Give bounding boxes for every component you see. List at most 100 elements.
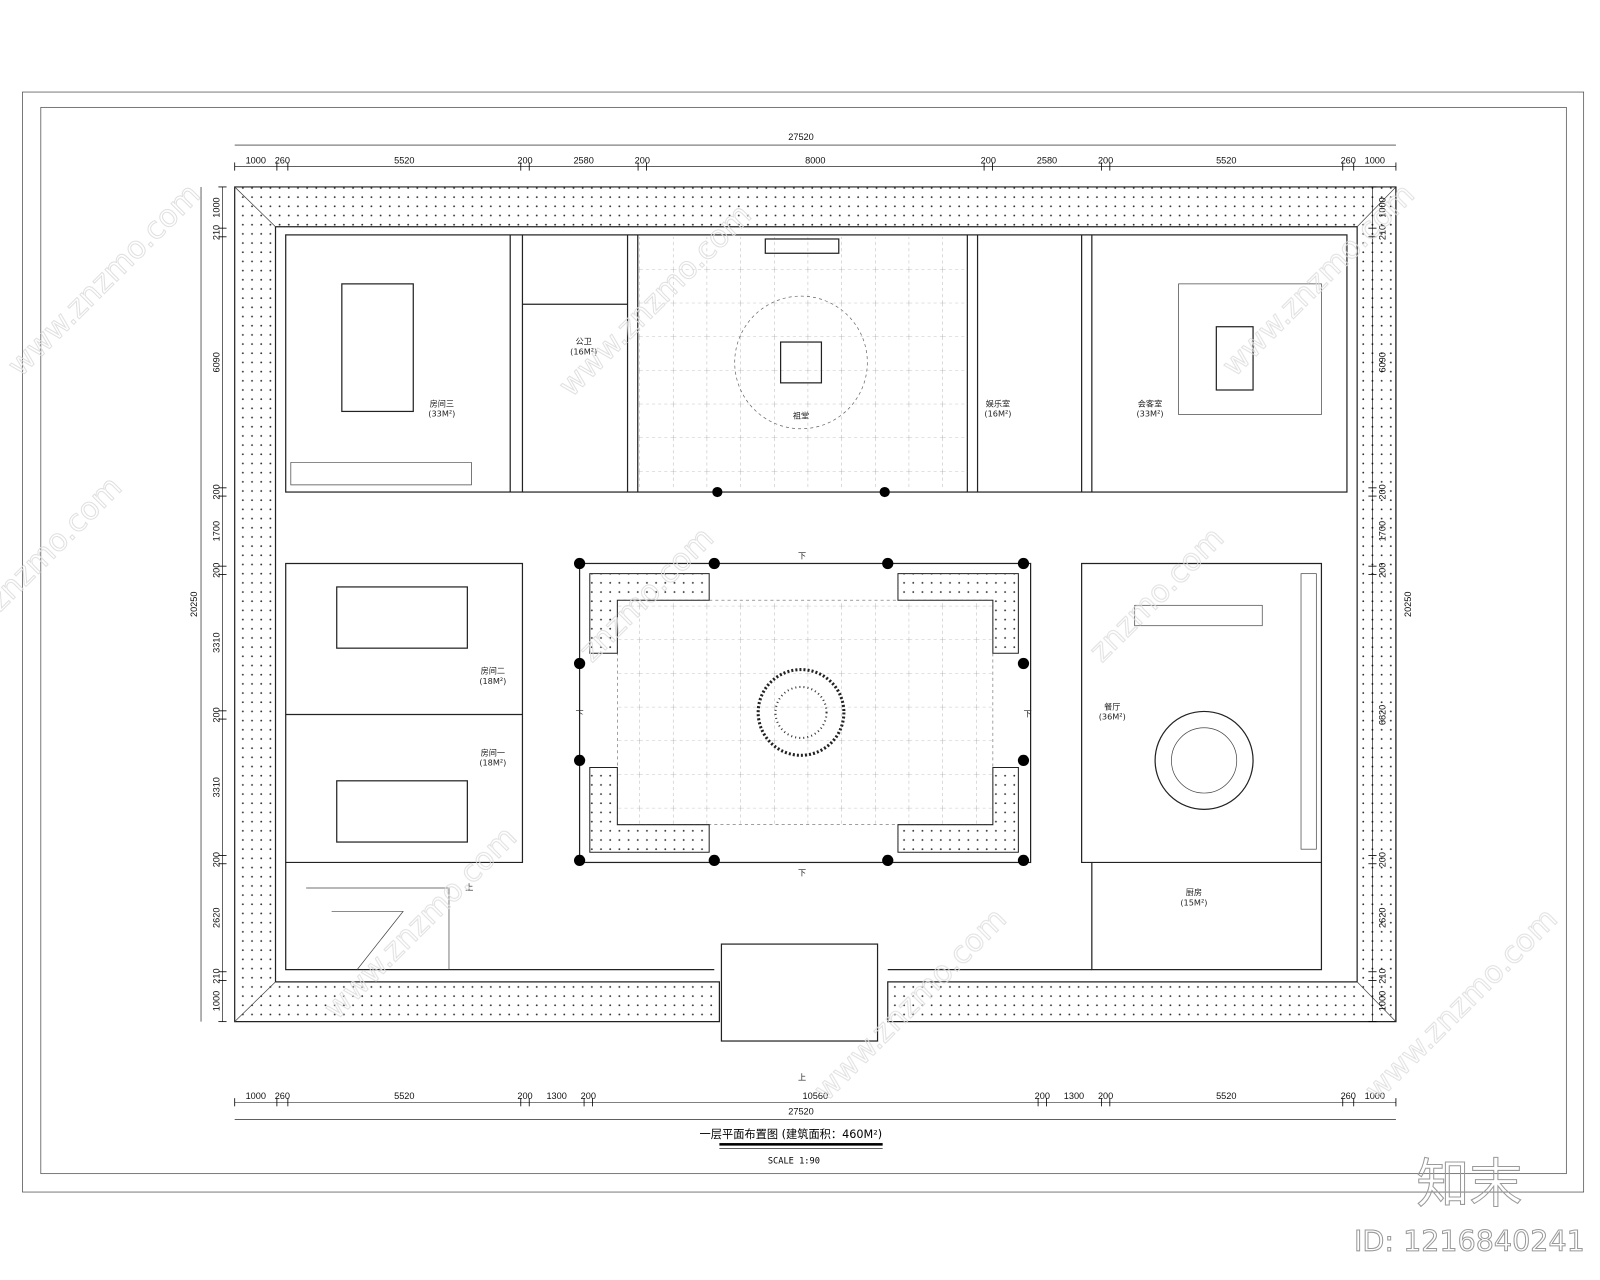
- step-down-mark: 下: [798, 550, 806, 560]
- stair-up-mark: 上: [465, 882, 473, 892]
- room3-name: 房间三: [430, 398, 454, 408]
- dimension-value: 200: [1035, 1091, 1050, 1101]
- dimension-value: 260: [275, 155, 290, 165]
- sideboard-icon: [1134, 604, 1263, 627]
- step-down-mark: 下: [798, 868, 806, 878]
- dimension-value: 1000: [1378, 197, 1388, 217]
- toilet-name: 公卫: [576, 336, 592, 346]
- dimension-value: 1700: [1378, 521, 1388, 541]
- svg-text:znzmo.com: znzmo.com: [1083, 521, 1231, 669]
- column-icon: [1017, 657, 1030, 670]
- step-down-mark: 下: [576, 709, 584, 719]
- dimension-value: 1000: [211, 197, 221, 217]
- dimension-value: 210: [1378, 225, 1388, 240]
- top-total-dimension: 27520: [788, 132, 814, 142]
- entertainment-area: (16M²): [984, 409, 1011, 419]
- bottom-total-dimension: 27520: [788, 1106, 814, 1116]
- dimension-value: 8000: [805, 155, 825, 165]
- dimension-value: 1000: [1378, 991, 1388, 1011]
- reception-area: (33M²): [1136, 409, 1163, 419]
- column-icon: [708, 557, 720, 570]
- column-icon: [573, 557, 586, 570]
- dimension-value: 2580: [1037, 155, 1057, 165]
- dimension-value: 210: [211, 968, 221, 983]
- id-watermark: ID: 1216840241: [1354, 1224, 1585, 1258]
- hall-table-icon: [780, 341, 823, 384]
- column-icon: [882, 854, 894, 867]
- brand-watermark: 知末: [1416, 1153, 1522, 1215]
- dimension-value: 200: [1098, 1091, 1113, 1101]
- dimension-value: 260: [275, 1091, 290, 1101]
- dimension-value: 1300: [546, 1091, 566, 1101]
- column-icon: [708, 854, 720, 867]
- dimension-value: 200: [581, 1091, 596, 1101]
- dimension-value: 200: [1378, 484, 1388, 499]
- sheet-border-outer: [22, 91, 1585, 1193]
- tree-icon: [756, 668, 846, 757]
- toilet-area: (16M²): [570, 346, 597, 356]
- dimension-value: 200: [981, 155, 996, 165]
- bed-icon: [341, 283, 414, 413]
- dimension-value: 200: [211, 707, 221, 722]
- reception-name: 会客室: [1138, 398, 1162, 408]
- column-icon: [1017, 754, 1030, 767]
- dimension-value: 260: [1341, 1091, 1356, 1101]
- dimension-value: 200: [1378, 563, 1388, 578]
- room1-name: 房间一: [481, 747, 505, 757]
- dimension-value: 200: [1378, 852, 1388, 867]
- column-icon: [879, 486, 890, 498]
- entry-up-mark: 上: [798, 1072, 806, 1082]
- dimension-value: 210: [211, 225, 221, 240]
- walls: [285, 234, 1348, 1042]
- dimension-value: 5520: [1216, 1091, 1236, 1101]
- dimension-value: 2620: [211, 908, 221, 928]
- kitchen-name: 厨房: [1186, 887, 1202, 897]
- dimension-value: 10560: [803, 1091, 829, 1101]
- dimension-value: 200: [211, 852, 221, 867]
- bed-icon: [336, 586, 468, 649]
- hall-carpet: [734, 295, 868, 430]
- room-labels: 房间三 (33M²) 公卫 (16M²) 祖堂 娱乐室 (16M²) 会客室 (…: [428, 336, 1207, 1082]
- room1-area: (18M²): [479, 758, 506, 768]
- dimension-value: 1700: [211, 521, 221, 541]
- room3-area: (33M²): [428, 409, 455, 419]
- dimension-value: 1300: [1064, 1091, 1084, 1101]
- dimension-value: 2620: [1378, 908, 1388, 928]
- dimension-value: 1000: [246, 155, 266, 165]
- dimension-value: 200: [635, 155, 650, 165]
- dimension-value: 200: [517, 155, 532, 165]
- dimension-value: 210: [1378, 968, 1388, 983]
- dimension-value: 1000: [246, 1091, 266, 1101]
- column-icon: [882, 557, 894, 570]
- column-icon: [1017, 854, 1030, 867]
- column-icon: [712, 486, 723, 498]
- left-total-dimension: 20250: [189, 592, 199, 618]
- dimension-value: 6090: [1378, 352, 1388, 372]
- dimension-value: 200: [517, 1091, 532, 1101]
- sheet-border-inner: [40, 106, 1567, 1175]
- kitchen-area: (15M²): [1180, 897, 1207, 907]
- drawing-scale: SCALE 1:90: [768, 1156, 820, 1166]
- dimension-value: 5520: [394, 1091, 414, 1101]
- dimension-value: 1000: [211, 991, 221, 1011]
- room2-area: (18M²): [479, 676, 506, 686]
- courtyard-columns: [573, 486, 1030, 867]
- right-total-dimension: 20250: [1403, 592, 1413, 618]
- dimension-value: 1000: [1365, 1091, 1385, 1101]
- sofa-set-icon: [1178, 283, 1322, 415]
- column-icon: [573, 754, 586, 767]
- column-icon: [573, 854, 586, 867]
- column-icon: [1017, 557, 1030, 570]
- dimension-value: 260: [1341, 155, 1356, 165]
- dimension-value: 200: [1098, 155, 1113, 165]
- drawing-title: 一层平面布置图 (建筑面积：460M²): [700, 1127, 883, 1141]
- step-down-mark: 下: [1023, 709, 1031, 719]
- dimension-value: 3310: [211, 632, 221, 652]
- entertainment-name: 娱乐室: [986, 398, 1010, 408]
- round-table-icon: [1154, 710, 1254, 811]
- svg-text:www.znzmo.com: www.znzmo.com: [1, 177, 207, 383]
- dimension-value: 5520: [394, 155, 414, 165]
- column-icon: [573, 657, 586, 670]
